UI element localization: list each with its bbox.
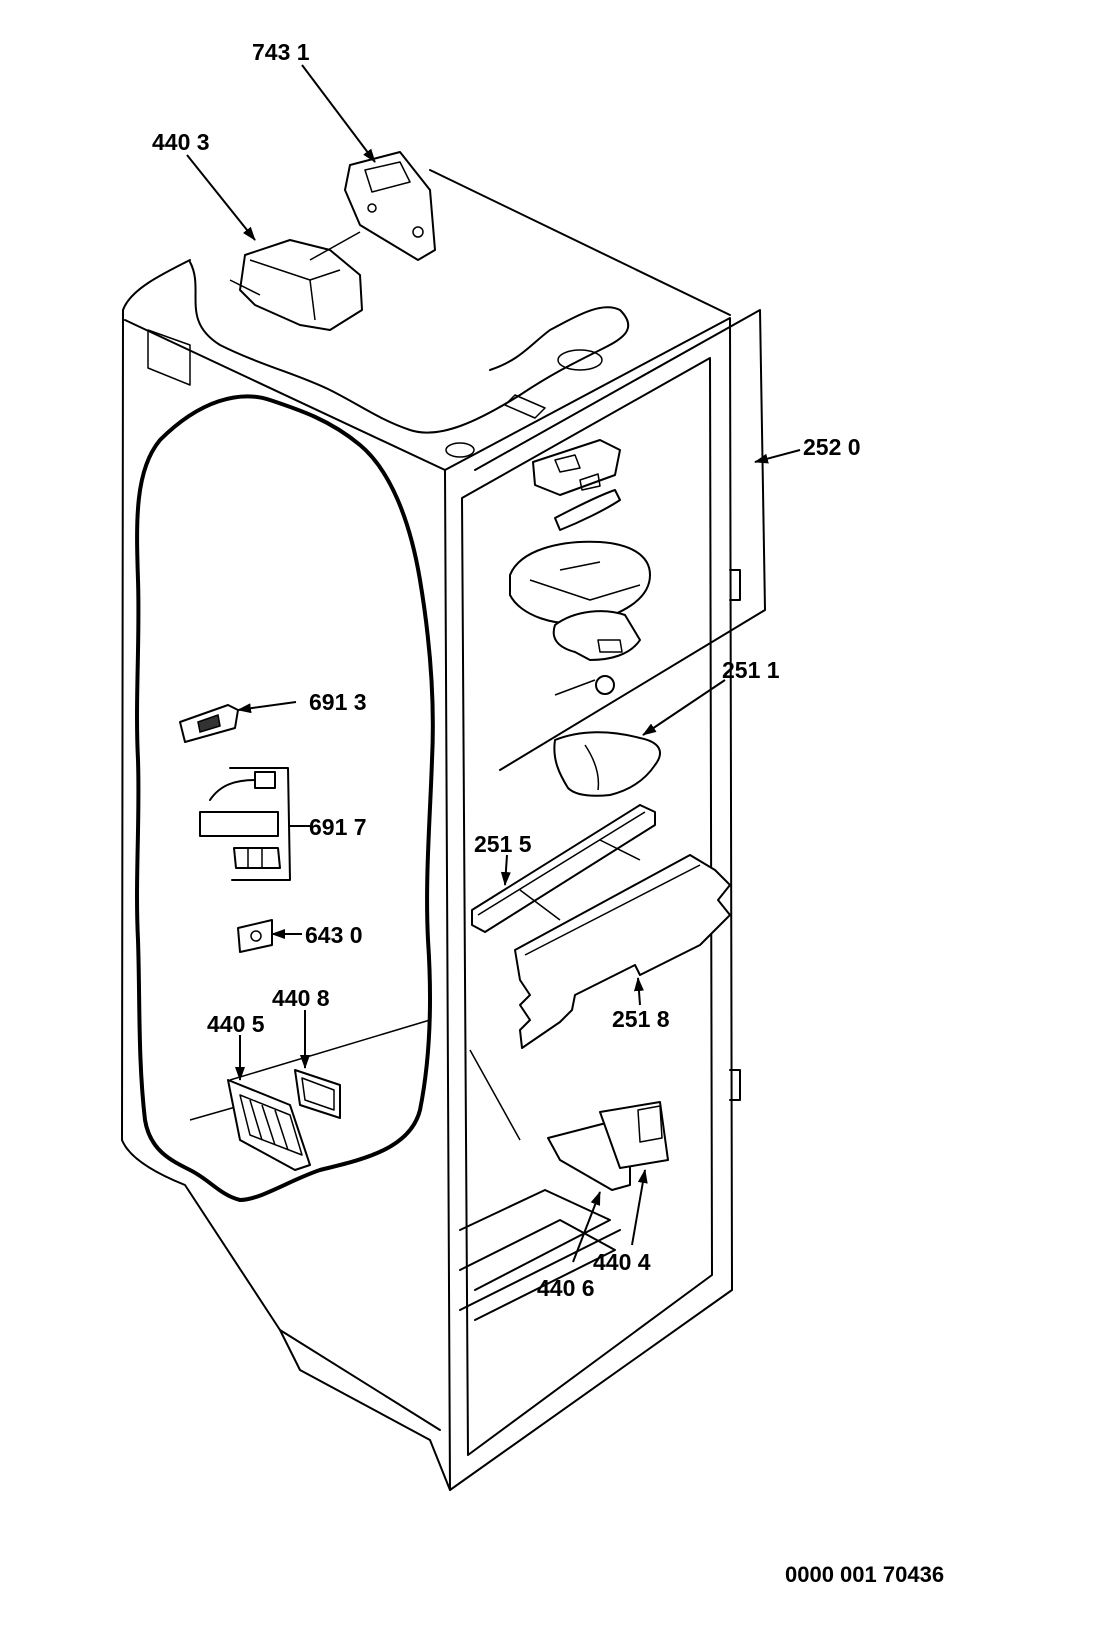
- cabinet-body: [121, 169, 741, 1491]
- callout-251-1: 251 1: [722, 657, 780, 683]
- callout-440-4: 440 4: [593, 1249, 651, 1275]
- part-691-3: [179, 704, 239, 743]
- callout-440-5: 440 5: [207, 1011, 265, 1037]
- callout-691-7: 691 7: [309, 814, 367, 840]
- part-440-5: [227, 1079, 311, 1171]
- part-251-1: [553, 731, 661, 797]
- callout-643-0: 643 0: [305, 922, 363, 948]
- document-number: 0000 001 70436: [785, 1562, 944, 1587]
- callout-691-3: 691 3: [309, 689, 367, 715]
- part-251-8: [514, 854, 731, 1049]
- callout-440-8: 440 8: [272, 985, 330, 1011]
- leader-lines: [186, 64, 801, 1263]
- part-440-3: [229, 231, 363, 331]
- side-cutaway: [135, 394, 435, 1202]
- part-252-0-assembly: [474, 309, 766, 771]
- callout-440-3: 440 3: [152, 129, 210, 155]
- interior-floor: [459, 1049, 621, 1321]
- part-251-5: [471, 804, 656, 933]
- callout-252-0: 252 0: [803, 434, 861, 460]
- callout-743-1: 743 1: [252, 39, 310, 65]
- part-743-1: [344, 151, 436, 261]
- part-440-8: [294, 1069, 341, 1119]
- part-643-0: [237, 919, 273, 953]
- part-691-7-group: [199, 767, 291, 881]
- callout-251-8: 251 8: [612, 1006, 670, 1032]
- callout-251-5: 251 5: [474, 831, 532, 857]
- callout-440-6: 440 6: [537, 1275, 595, 1301]
- part-440-4-440-6: [547, 1101, 669, 1191]
